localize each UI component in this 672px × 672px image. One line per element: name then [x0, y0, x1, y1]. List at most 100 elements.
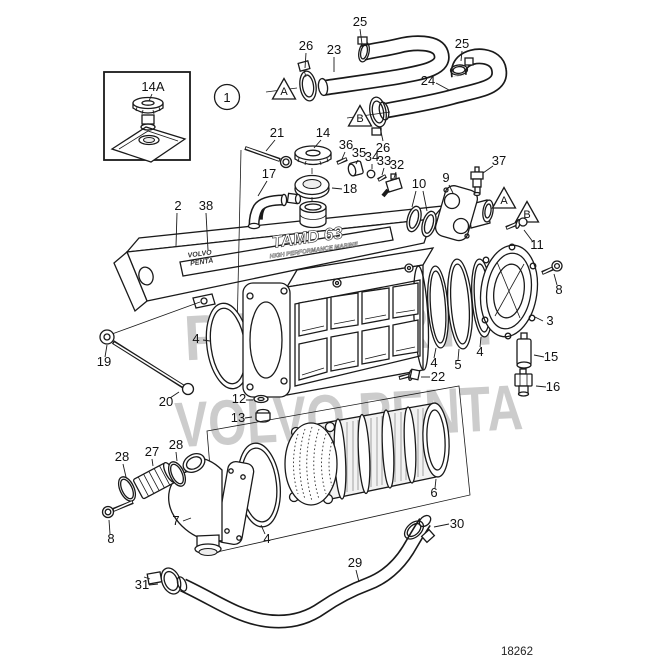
callout-24: 24 — [421, 73, 450, 91]
callout-4c: 4 — [476, 336, 484, 359]
callout-label: 25 — [455, 36, 469, 51]
callout-18: 18 — [331, 181, 357, 196]
callout-25a: 25 — [353, 14, 367, 45]
hose-23 — [265, 35, 450, 102]
callout-label: 33 — [377, 153, 391, 168]
anode-15 — [516, 332, 532, 369]
thermostat-housing-assembly: A B — [406, 166, 540, 242]
callout-35: 35 — [352, 145, 366, 165]
callout-label: 31 — [135, 577, 149, 592]
callout-14a: 14A — [141, 79, 165, 102]
warning-triangle-a1: A — [271, 77, 297, 100]
callout-29: 29 — [348, 555, 362, 583]
callout-label: 5 — [454, 357, 461, 372]
stud-and-washer — [99, 301, 201, 396]
drawing-number: 18262 — [501, 646, 533, 658]
callout-label: 15 — [544, 349, 558, 364]
callout-37: 37 — [482, 153, 506, 174]
pressure-cap-14 — [294, 145, 332, 174]
callout-label: 28 — [115, 449, 129, 464]
plug-16 — [514, 368, 533, 397]
callout-label: 26 — [376, 140, 390, 155]
callout-6: 6 — [430, 478, 438, 500]
callout-7: 7 — [172, 513, 192, 528]
callout-5: 5 — [454, 348, 462, 372]
callout-17: 17 — [257, 166, 276, 197]
callout-36: 36 — [339, 137, 353, 160]
callout-30: 30 — [433, 516, 464, 531]
callout-label: 14 — [316, 125, 330, 140]
callout-label: 3 — [546, 313, 553, 328]
callout-label: 30 — [450, 516, 464, 531]
warning-triangle-b1: B — [347, 104, 373, 127]
callout-9: 9 — [442, 170, 454, 194]
callout-label: 4 — [476, 344, 483, 359]
callout-23: 23 — [327, 42, 341, 72]
callout-27: 27 — [145, 444, 159, 467]
callout-label: 38 — [199, 198, 213, 213]
thermostat-housing-9 — [434, 185, 479, 242]
callout-19: 19 — [97, 344, 111, 369]
callout-label: 32 — [390, 157, 404, 172]
triangle-letter: B — [523, 209, 530, 221]
callout-label: 4 — [192, 331, 199, 346]
triangle-letter: A — [500, 195, 508, 207]
grille-frame — [294, 279, 421, 387]
assembly-ref-bubble: 1 — [213, 83, 241, 111]
callout-label: 20 — [159, 394, 173, 409]
triangle-letter: B — [356, 113, 363, 125]
callout-32: 32 — [390, 157, 404, 179]
callout-31: 31 — [135, 577, 159, 592]
hose-clamp-25a — [357, 36, 370, 63]
callout-label: 34 — [365, 149, 379, 164]
insert-end-plate — [284, 421, 338, 506]
gasket-10a — [406, 205, 422, 233]
callout-label: 8 — [107, 531, 114, 546]
callout-label: 13 — [231, 410, 245, 425]
callout-14: 14 — [313, 125, 330, 149]
end-cover-3-group — [479, 217, 563, 397]
callout-label: 10 — [412, 176, 426, 191]
callout-label: 27 — [145, 444, 159, 459]
callout-13: 13 — [231, 410, 253, 425]
callout-33: 33 — [377, 153, 391, 176]
hose-clamp-31 — [143, 567, 182, 595]
callout-4a: 4 — [192, 331, 211, 346]
tube-bundle-insert-6 — [284, 402, 450, 506]
washer-12 — [253, 394, 269, 404]
callout-label: 29 — [348, 555, 362, 570]
callout-label: 17 — [262, 166, 276, 181]
triangle-letter: A — [280, 86, 288, 98]
hose-clamp-30 — [403, 520, 436, 544]
lower-cover-assembly — [101, 442, 281, 556]
tank-decal-brand-line2: PENTA — [190, 257, 214, 267]
callouts: 14A 25 26 23 25 24 26 21 14 17 36 35 34 … — [97, 14, 563, 592]
callout-4d: 4 — [260, 524, 271, 546]
drain-cock-32 — [381, 173, 403, 198]
callout-label: 2 — [174, 198, 181, 213]
hose-29 — [143, 514, 436, 629]
callout-12: 12 — [232, 391, 253, 406]
callout-label: 11 — [530, 237, 544, 252]
drain-cock-assembly — [336, 157, 403, 198]
bolt-11 — [505, 217, 528, 230]
callout-label: 9 — [442, 170, 449, 185]
callout-8a: 8 — [553, 273, 563, 297]
callout-38: 38 — [199, 198, 213, 251]
callout-20: 20 — [159, 391, 180, 409]
callout-label: 14A — [141, 79, 164, 94]
callout-16: 16 — [535, 379, 560, 394]
warning-triangle-a2: A — [491, 186, 517, 209]
plug-13 — [255, 408, 271, 423]
callout-label: 26 — [299, 38, 313, 53]
callout-label: 24 — [421, 73, 435, 88]
callout-label: 35 — [352, 145, 366, 160]
callout-2: 2 — [174, 198, 182, 247]
tank-decal-brand-line1: VOLVO — [187, 249, 212, 259]
callout-26a: 26 — [299, 38, 313, 69]
callout-label: 36 — [339, 137, 353, 152]
callout-15: 15 — [533, 349, 558, 364]
callout-28b: 28 — [169, 437, 183, 462]
